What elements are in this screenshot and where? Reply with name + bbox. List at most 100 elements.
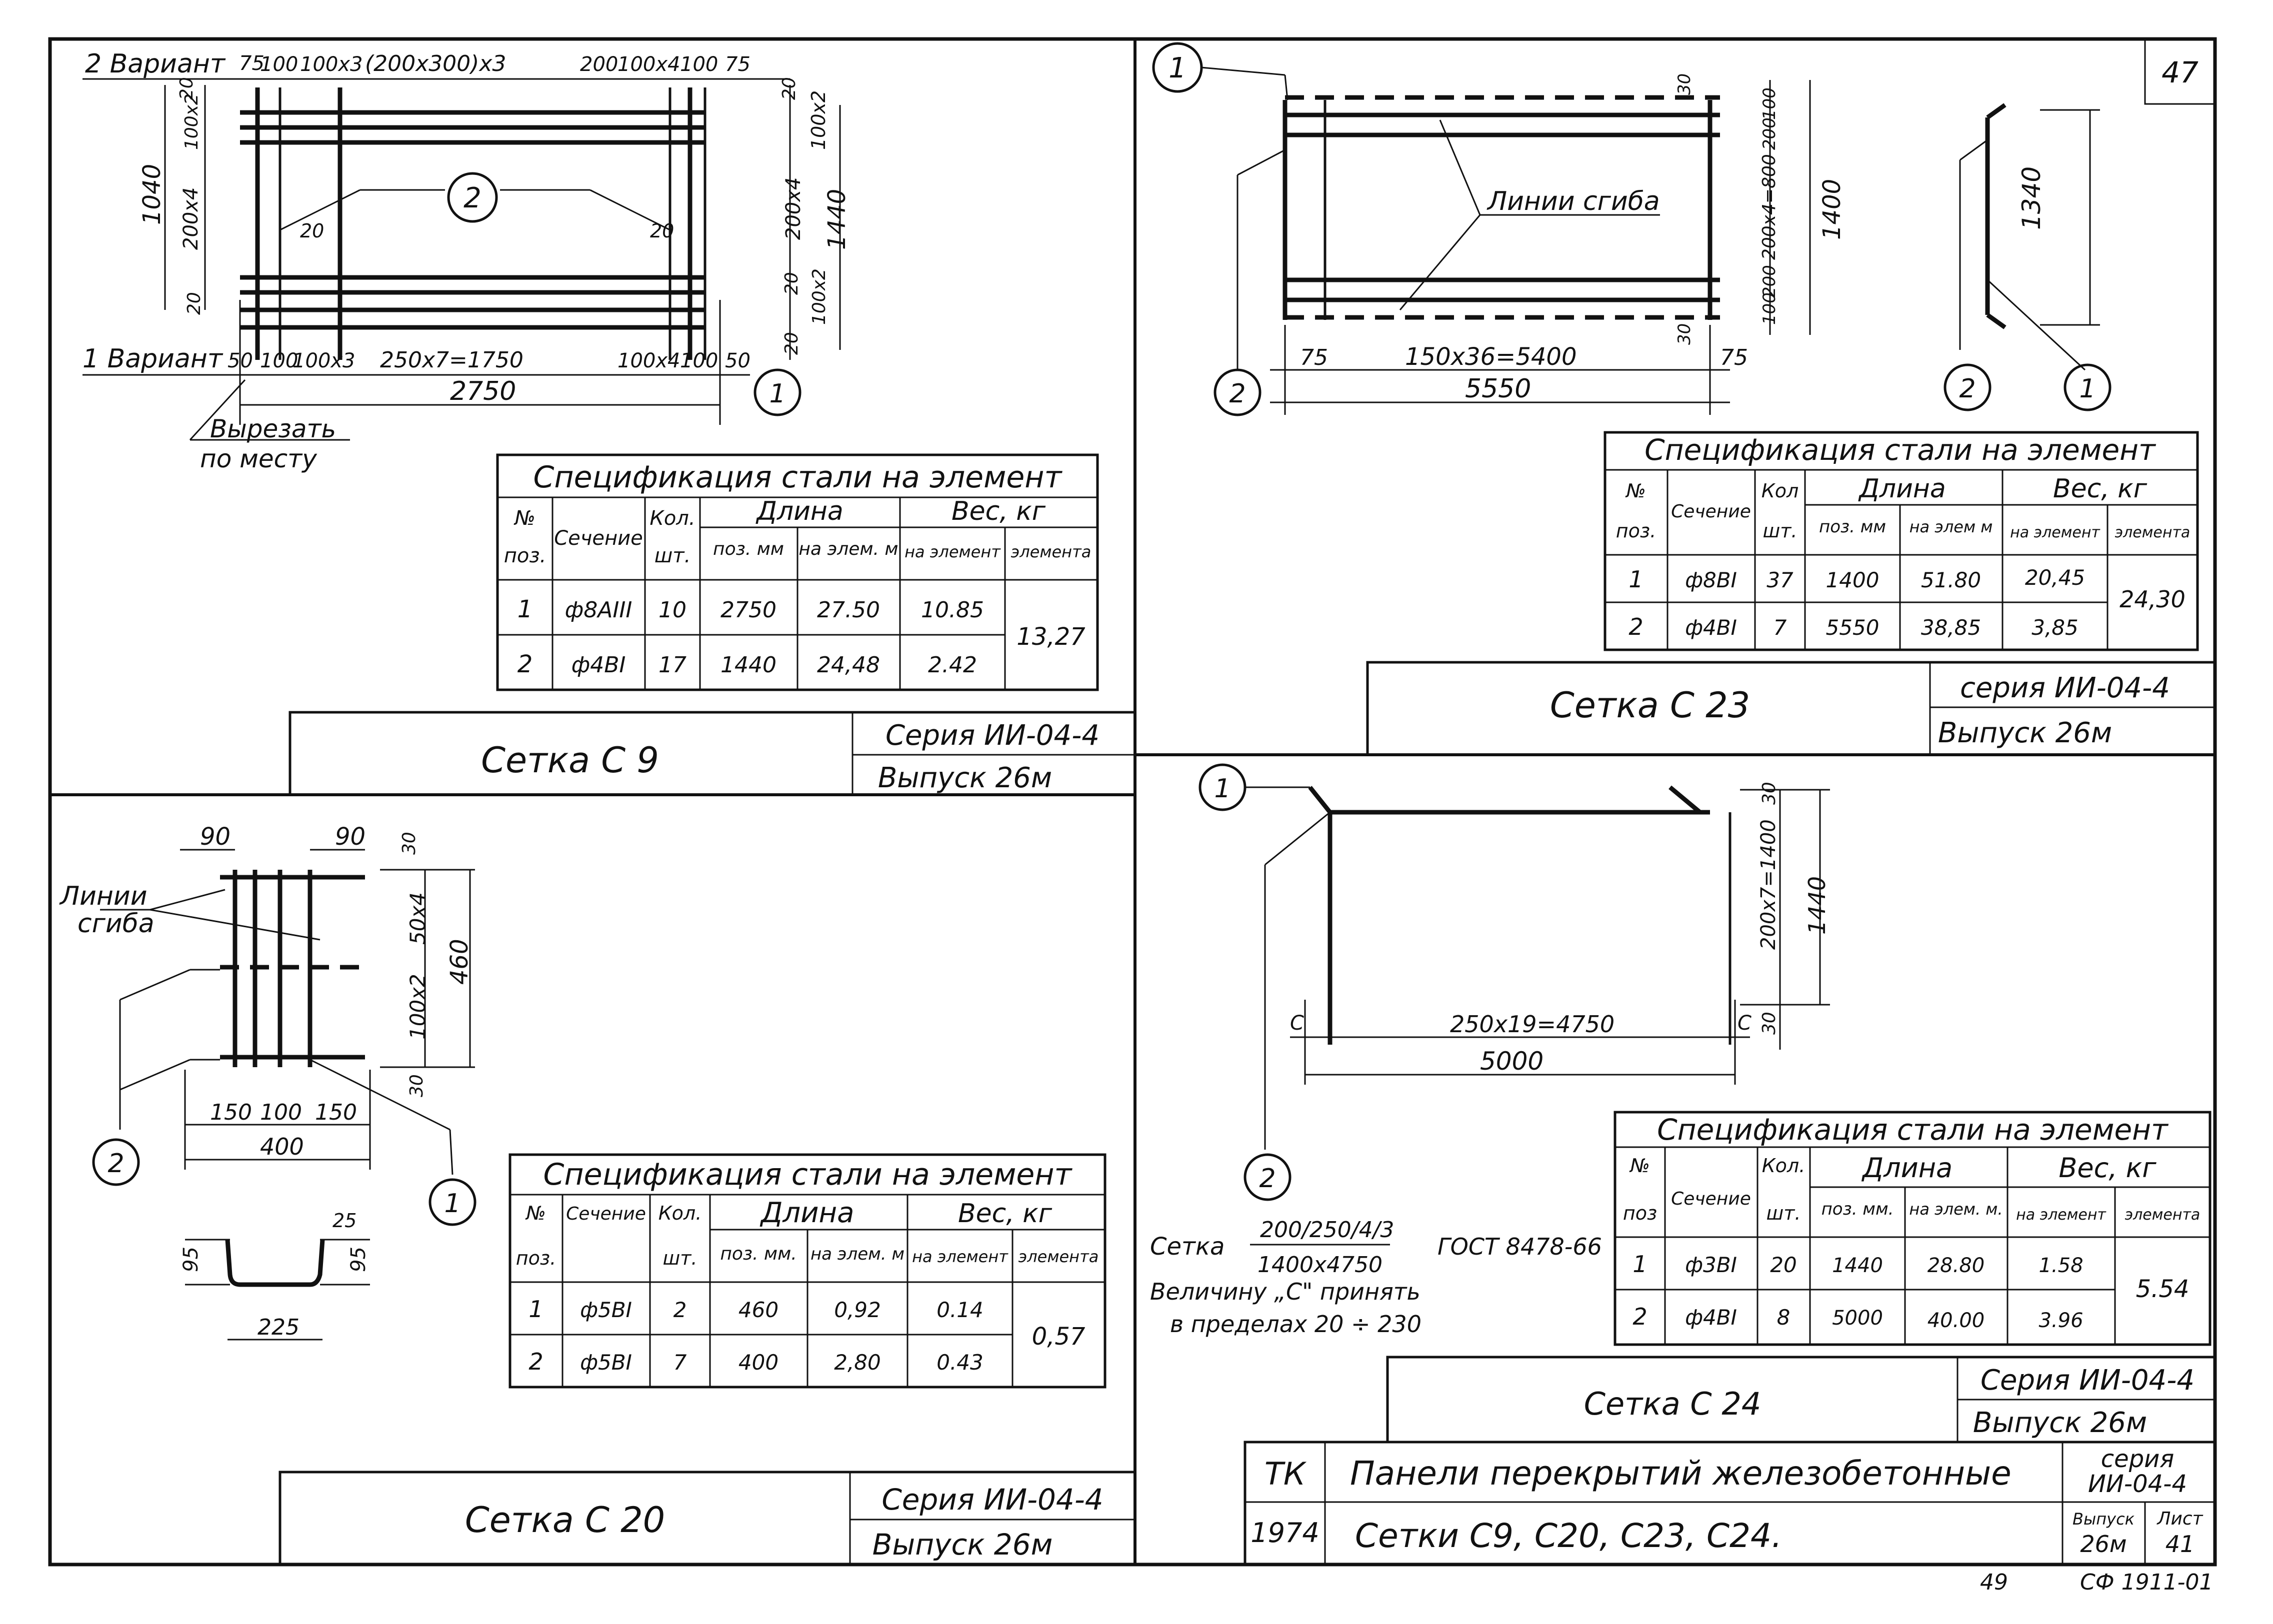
c9-dim-b100r: 100: [680, 349, 718, 372]
c20-spec-h-section: Сечение: [566, 1204, 646, 1224]
main-subject: Панели перекрытий железобетонные: [1350, 1454, 2012, 1493]
main-series-1: серия: [2101, 1445, 2174, 1473]
c20-r2-section: ф5BI: [580, 1350, 632, 1375]
c20-bend-2: сгиба: [78, 909, 154, 939]
c23-callout-1a: 1: [1168, 52, 1186, 84]
c9-r1-len-pos: 2750: [720, 597, 776, 623]
c9-spec-total: 13,27: [1016, 623, 1086, 651]
c9-title-series: Серия ИИ-04-4: [886, 719, 1100, 752]
c9-spec-h-len-el: на элем. м: [798, 539, 898, 559]
footer-left: 49: [1980, 1570, 2008, 1595]
c24-spec-h-section: Сечение: [1671, 1189, 1751, 1209]
c23-dim-r200b: 200: [1760, 265, 1780, 297]
c23-spec-h-qty1: Кол: [1762, 480, 1799, 502]
c20-spec-h-length: Длина: [760, 1197, 854, 1229]
c20-title-issue: Выпуск 26м: [872, 1528, 1053, 1562]
c20-bend-1: Линии: [59, 881, 147, 911]
c24-r1-len-pos: 1440: [1832, 1254, 1883, 1277]
c20-r2-w-el: 0.43: [936, 1350, 984, 1375]
c24-r2-qty: 8: [1777, 1305, 1790, 1330]
c20-r1-pos: 1: [528, 1296, 543, 1323]
c24-spec-h-qty1: Кол.: [1762, 1155, 1806, 1177]
c24-drawing: 1 2 30 200x7=1400 1440 30 С С 250x19=475…: [1198, 763, 1830, 1201]
c9-dim-b50r: 50: [725, 349, 750, 372]
c9-dim-d20b: 20: [650, 220, 674, 242]
c23-callout-2b: 2: [1959, 374, 1976, 404]
c24-title-issue: Выпуск 26м: [1973, 1407, 2147, 1439]
c20-r2-len-el: 2,80: [834, 1350, 881, 1375]
c20-r2-pos: 2: [528, 1348, 543, 1375]
c23-spec-title: Спецификация стали на элемент: [1644, 433, 2156, 467]
c24-spec-h-len-el: на элем. м.: [1909, 1200, 2002, 1219]
c20-spec-total: 0,57: [1032, 1323, 1086, 1351]
c9-r1-pos: 1: [518, 595, 533, 623]
c9-variant2-label: 2 Вариант: [85, 49, 226, 79]
c23-r1-qty: 37: [1766, 568, 1794, 592]
c24-note-line2: Величину „С" принять: [1150, 1278, 1420, 1305]
c24-dim-r30a: 30: [1759, 782, 1780, 805]
c24-note-line3: в пределах 20 ÷ 230: [1170, 1311, 1422, 1338]
c23-dim-r200: 200: [1760, 117, 1780, 150]
c23-title-block: Сетка С 23 серия ИИ-04-4 Выпуск 26м: [1366, 661, 2216, 756]
c20-spec-h-len-el: на элем. м: [810, 1244, 904, 1264]
main-series-2: ИИ-04-4: [2088, 1470, 2187, 1498]
c23-spec-h-weight: Вес, кг: [2053, 474, 2148, 504]
c24-note-gost: ГОСТ 8478-66: [1438, 1233, 1602, 1260]
c20-spec-h-qty1: Кол.: [658, 1202, 702, 1224]
c24-callout-1: 1: [1214, 774, 1230, 804]
c24-r2-w-el: 3.96: [2038, 1309, 2083, 1332]
c9-dim-l100x2: 100x2: [182, 93, 202, 150]
c24-spec-h-w-tot: элемента: [2125, 1206, 2200, 1224]
c20-spec-h-w-el: на элемент: [912, 1247, 1008, 1266]
c9-dim-l20b: 20: [184, 292, 204, 315]
c9-dim-r20c: 20: [782, 332, 802, 355]
c24-note-frac-top: 200/250/4/3: [1260, 1217, 1394, 1243]
sheet-corner-number: 47: [2162, 55, 2198, 89]
c24-spec-row-1: 1 ф3BI 20 1440 28.80 1.58: [1632, 1251, 2083, 1278]
c9-dim-b100x3: 100x3: [292, 349, 355, 372]
c24-r1-w-el: 1.58: [2038, 1254, 2083, 1277]
c9-spec-table: Спецификация стали на элемент № поз. Сеч…: [496, 453, 1099, 691]
c23-r1-len-el: 51.80: [1921, 568, 1981, 592]
c23-r1-section: ф8BI: [1685, 568, 1737, 592]
c24-note: Сетка 200/250/4/3 1400x4750 ГОСТ 8478-66…: [1150, 1217, 1602, 1338]
c9-r2-w-el: 2.42: [928, 652, 977, 678]
c24-spec-row-2: 2 ф4BI 8 5000 40.00 3.96: [1632, 1303, 2083, 1332]
c20-spec-row-1: 1 ф5BI 2 460 0,92 0.14: [528, 1296, 983, 1323]
c23-r2-len-pos: 5550: [1826, 615, 1880, 640]
c23-spec-h-num: №: [1625, 480, 1646, 502]
c24-spec-h-num: №: [1629, 1155, 1650, 1177]
c24-spec-h-pos: поз: [1623, 1202, 1657, 1224]
c24-r2-section: ф4BI: [1685, 1305, 1737, 1330]
c24-dim-r1440: 1440: [1804, 876, 1830, 935]
c9-spec-h-w-tot: элемента: [1011, 542, 1092, 561]
c9-spec-row-2: 2 ф4BI 17 1440 24,48 2.42: [518, 650, 977, 678]
c23-spec-row-2: 2 ф4BI 7 5550 38,85 3,85: [1628, 613, 2078, 640]
c20-dim-s25: 25: [332, 1210, 356, 1232]
c23-title-issue: Выпуск 26м: [1938, 717, 2112, 749]
c9-callout-1: 1: [769, 379, 786, 409]
c9-spec-h-qty2: шт.: [654, 544, 691, 567]
sheet-frame: 47: [48, 37, 2217, 1567]
c9-r2-qty: 17: [658, 652, 686, 678]
c20-r1-qty: 2: [674, 1298, 687, 1322]
c9-dim-l200x4: 200x4: [180, 187, 202, 250]
c20-spec-h-weight: Вес, кг: [958, 1199, 1052, 1229]
c23-dim-b5550: 5550: [1465, 374, 1531, 404]
c23-dim-side1340: 1340: [2017, 166, 2046, 230]
c23-spec-h-length: Длина: [1858, 474, 1946, 504]
c20-spec-h-num: №: [525, 1202, 546, 1224]
c20-callout-2: 2: [108, 1149, 124, 1179]
c23-title-name: Сетка С 23: [1550, 685, 1750, 726]
c20-spec-h-w-tot: элемента: [1018, 1247, 1099, 1266]
c23-dim-b75b: 75: [1720, 345, 1748, 370]
c9-note-cut-2: по месту: [200, 444, 318, 473]
c23-spec-total: 24,30: [2120, 586, 2186, 613]
c24-dim-c-right: С: [1738, 1012, 1752, 1035]
c23-drawing: 1 Линии сгиба 30 100 200 200x4=800 1400 …: [1152, 42, 2112, 416]
c20-dim-s225: 225: [258, 1315, 300, 1340]
c9-r1-qty: 10: [658, 597, 686, 623]
main-title-block: ТК 1974 Панели перекрытий железобетонные…: [1244, 1441, 2216, 1566]
c24-dim-b250x19: 250x19=4750: [1450, 1011, 1614, 1038]
